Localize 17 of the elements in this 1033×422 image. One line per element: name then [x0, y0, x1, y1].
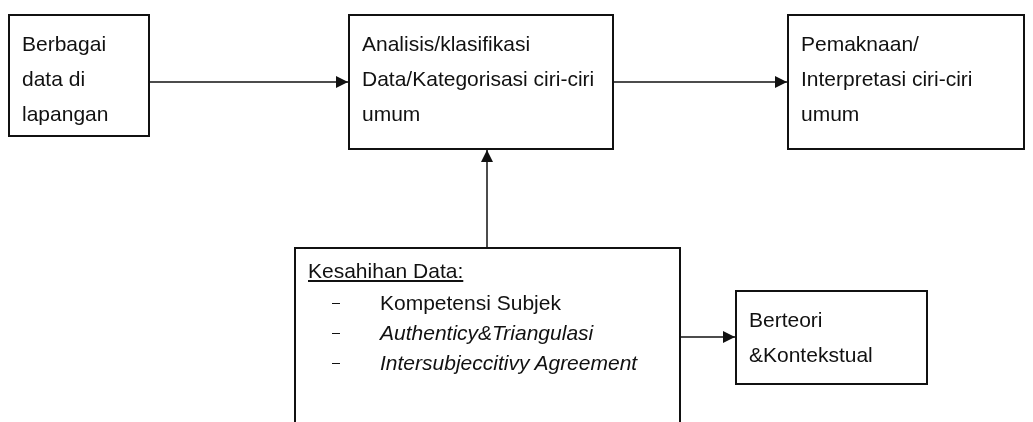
box-label: Berbagai data di lapangan [22, 31, 110, 127]
list-item: Kompetensi Subjek [380, 291, 561, 314]
process-box [348, 14, 614, 150]
list-item: Intersubjeccitivy Agreement [380, 351, 638, 374]
box-label: Analisis/klasifikasi Data/Kategorisasi ciri-ciri umum [362, 31, 596, 127]
list-item: Authenticy&Triangulasi [380, 321, 594, 344]
process-box [294, 247, 681, 422]
heading: Kesahihan Data: [308, 258, 465, 284]
process-box [787, 14, 1025, 150]
process-box [735, 290, 928, 385]
arrow [680, 331, 736, 343]
arrow [481, 149, 493, 248]
box-label: Berteori &Kontekstual [749, 307, 874, 368]
arrow [613, 76, 788, 88]
arrow [149, 76, 349, 88]
process-box [8, 14, 150, 137]
box-label: Pemaknaan/ Interpretasi ciri-ciri umum [801, 31, 974, 127]
